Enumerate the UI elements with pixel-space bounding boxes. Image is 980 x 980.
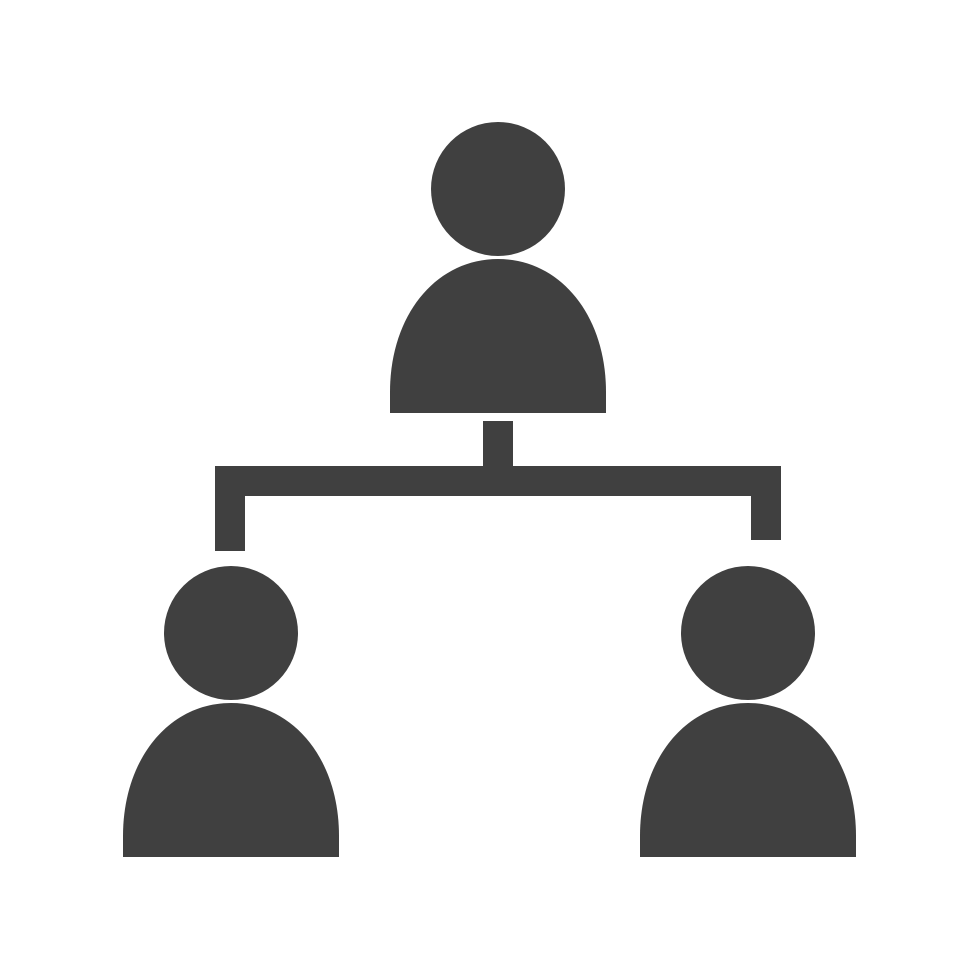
person-right-body — [640, 703, 856, 857]
person-icon-right — [640, 566, 856, 857]
person-right-head — [681, 566, 815, 700]
person-top-body — [390, 259, 606, 413]
connector-bar — [215, 466, 781, 496]
connector-left-drop — [215, 466, 245, 551]
person-left-head — [164, 566, 298, 700]
connector-stem — [483, 421, 513, 469]
person-top-head — [431, 122, 565, 256]
connector-lines — [215, 421, 781, 551]
person-icon-top — [390, 122, 606, 413]
person-icon-left — [123, 566, 339, 857]
connector-right-drop — [751, 466, 781, 540]
person-left-body — [123, 703, 339, 857]
